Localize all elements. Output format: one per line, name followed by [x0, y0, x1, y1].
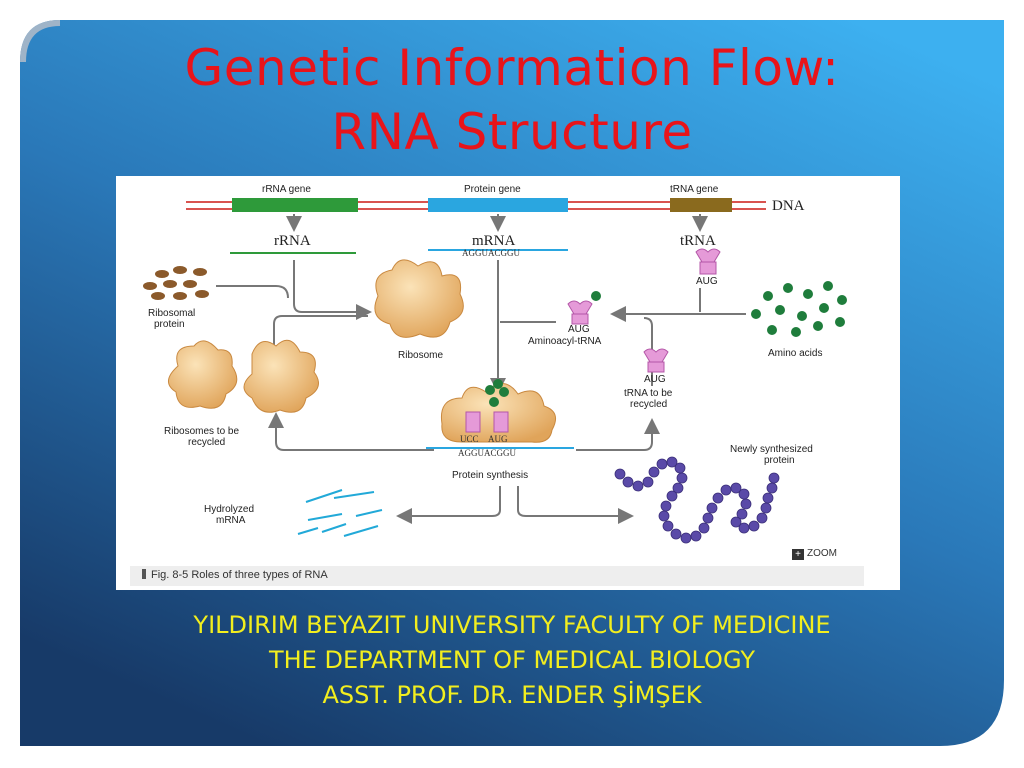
anticodon-aug: AUG: [488, 434, 508, 444]
figure-caption: Fig. 8-5 Roles of three types of RNA: [142, 569, 328, 581]
trna-top-codon: AUG: [696, 276, 718, 287]
newly-synthesized-label-2: protein: [764, 455, 795, 466]
hydrolyzed-mrna-label-2: mRNA: [216, 515, 246, 526]
aminoacyl-codon: AUG: [568, 324, 590, 335]
trna-gene-label: tRNA gene: [670, 184, 719, 195]
trna-molecule-top: [695, 248, 721, 275]
ribosomes-recycled-label-2: recycled: [188, 437, 225, 448]
trna-recycled-label-2: recycled: [630, 399, 667, 410]
ribosome-top: [374, 259, 464, 338]
mrna-sequence: AGGUACGGU: [462, 248, 520, 258]
aminoacyl-trna-label: Aminoacyl-tRNA: [528, 336, 602, 347]
protein-gene-bar: [428, 198, 568, 212]
trna-recycled: [643, 348, 669, 373]
amino-acid-particles: [751, 281, 847, 337]
figure-caption-bar: Fig. 8-5 Roles of three types of RNA: [130, 566, 864, 586]
aminoacyl-trna: [567, 291, 601, 325]
slide-footer: YILDIRIM BEYAZIT UNIVERSITY FACULTY OF M…: [0, 608, 1024, 713]
protein-gene-label: Protein gene: [464, 184, 521, 195]
amino-acids-label: Amino acids: [768, 348, 822, 359]
trna-recycled-codon: AUG: [644, 374, 666, 385]
footer-department: THE DEPARTMENT OF MEDICAL BIOLOGY: [268, 646, 756, 674]
rrna-to-ribosome-line: [293, 260, 372, 320]
zoom-plus-icon: +: [792, 549, 804, 560]
rna-diagram: rRNA gene Protein gene tRNA gene DNA rRN…: [143, 184, 847, 544]
ribosome-recycle-arrow: [268, 412, 434, 451]
footer-university: YILDIRIM BEYAZIT UNIVERSITY FACULTY OF M…: [193, 611, 831, 639]
ribosomes-recycled: [168, 339, 319, 413]
rrna-label: rRNA: [274, 233, 311, 249]
protein-to-ribosome-line: [216, 285, 289, 299]
slide-title: Genetic Information Flow: RNA Structure: [0, 36, 1024, 164]
zoom-button[interactable]: +ZOOM: [792, 548, 837, 560]
newly-synthesized-label-1: Newly synthesized: [730, 444, 813, 455]
trna-recycle-arrow: [576, 418, 660, 451]
rna-roles-figure: rRNA gene Protein gene tRNA gene DNA rRN…: [116, 176, 900, 590]
mrna-label: mRNA: [472, 233, 516, 249]
rrna-gene-bar: [232, 198, 358, 212]
synthesis-mrna-sequence: AGGUACGGU: [458, 448, 516, 458]
protein-synthesis-ribosome: [440, 379, 557, 443]
newly-synthesized-protein: [614, 456, 780, 544]
footer-author: ASST. PROF. DR. ENDER ŞİMŞEK: [322, 681, 702, 709]
to-protein-arrow: [517, 486, 634, 524]
ribosomal-protein-particles: [143, 266, 209, 300]
anticodon-ucc: UCC: [460, 434, 479, 444]
title-line-1: Genetic Information Flow:: [184, 39, 840, 97]
recycled-trna-line: [643, 317, 653, 386]
rrna-gene-label: rRNA gene: [262, 184, 311, 195]
trna-gene-bar: [670, 198, 732, 212]
ribosomal-protein-label-2: protein: [154, 319, 185, 330]
ribosomal-protein-label-1: Ribosomal: [148, 308, 195, 319]
to-hydrolyzed-arrow: [396, 486, 501, 524]
title-line-2: RNA Structure: [331, 103, 693, 161]
recycle-to-ribosome-line: [273, 315, 368, 346]
zoom-label: ZOOM: [807, 548, 837, 559]
trna-recycled-label-1: tRNA to be: [624, 388, 673, 399]
ribosome-label: Ribosome: [398, 350, 443, 361]
dna-label: DNA: [772, 198, 805, 214]
trna-label: tRNA: [680, 233, 716, 249]
hydrolyzed-mrna-fragments: [297, 489, 383, 537]
ribosomes-recycled-label-1: Ribosomes to be: [164, 426, 239, 437]
hydrolyzed-mrna-label-1: Hydrolyzed: [204, 504, 254, 515]
protein-synthesis-label: Protein synthesis: [452, 470, 528, 481]
